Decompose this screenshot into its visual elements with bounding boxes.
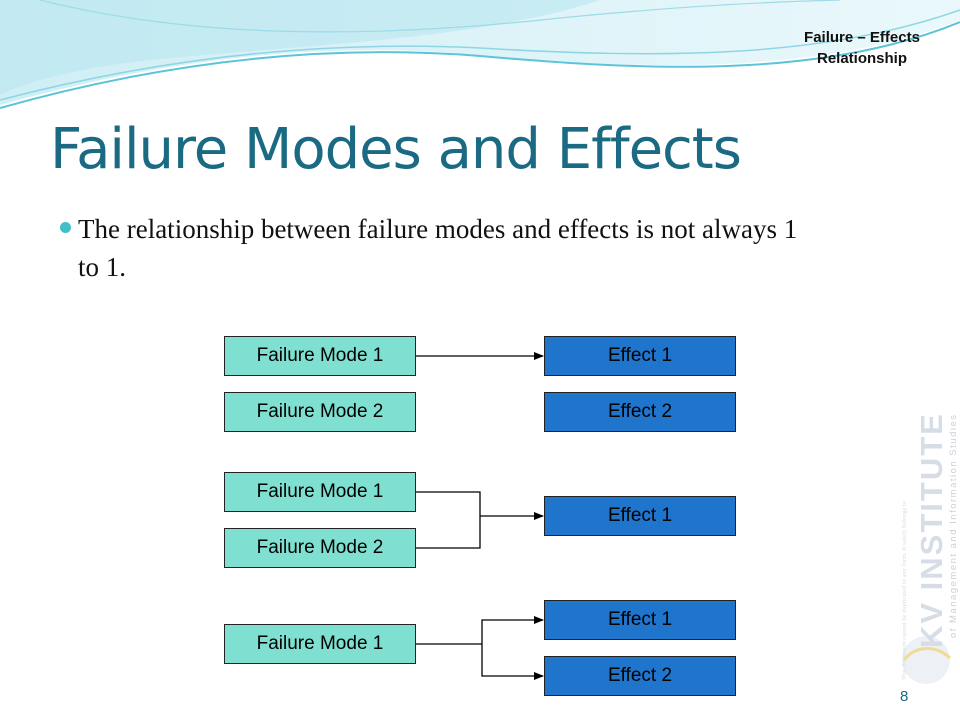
page-number: 8 [900, 688, 909, 705]
bullet-text: The relationship between failure modes a… [78, 214, 798, 282]
failure-mode-box: Failure Mode 2 [224, 528, 416, 568]
header-wave-decoration [0, 0, 960, 109]
failure-mode-box: Failure Mode 2 [224, 392, 416, 432]
watermark-name: KV INSTITUTE [914, 412, 949, 648]
failure-mode-box: Failure Mode 1 [224, 624, 416, 664]
bullet-dot-icon [60, 222, 71, 233]
effect-box: Effect 1 [544, 496, 736, 536]
failure-mode-box: Failure Mode 1 [224, 336, 416, 376]
watermark-subtitle: of Management and Information Studies [948, 414, 959, 639]
connector-g3-branch-effect1 [481, 616, 544, 644]
watermark-notice: This document cannot be duplicated in an… [901, 501, 908, 680]
connector-g2-mode1 [416, 491, 481, 549]
effect-box: Effect 1 [544, 600, 736, 640]
globe-logo-icon [902, 636, 950, 684]
slide-title: Failure Modes and Effects [50, 117, 742, 182]
effect-box: Effect 2 [544, 656, 736, 696]
header-section-label: Failure – Effects Relationship [804, 29, 920, 67]
connector-g3-branch-effect2 [481, 644, 544, 680]
bullet-item: The relationship between failure modes a… [58, 210, 798, 286]
effect-box: Effect 1 [544, 336, 736, 376]
institute-watermark: KV INSTITUTE of Management and Informati… [901, 412, 959, 684]
effect-box: Effect 2 [544, 392, 736, 432]
failure-mode-box: Failure Mode 1 [224, 472, 416, 512]
